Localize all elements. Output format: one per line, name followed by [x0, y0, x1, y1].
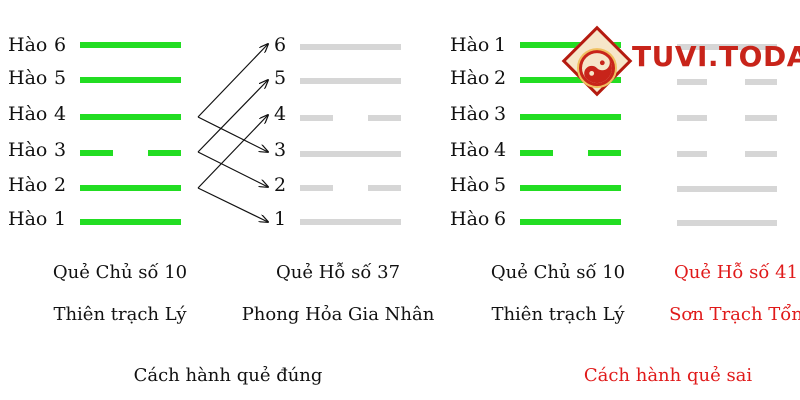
arrow-line-3-to-2 [197, 151, 268, 187]
yin-line-right [368, 115, 401, 121]
yang-line [300, 219, 401, 225]
logo-text: TUVI.TODAY [632, 40, 800, 73]
yang-line [80, 42, 181, 48]
hao-number: 2 [493, 67, 507, 89]
hao-label: Hào [8, 208, 48, 230]
yin-line-right [745, 115, 777, 121]
yang-line [300, 78, 401, 84]
hao-number: 3 [493, 103, 507, 125]
yin-line-right [745, 151, 777, 157]
hao-label: Hào [8, 67, 48, 89]
caption-wrong-hexagram-name: Sơn Trạch Tổn [669, 304, 800, 325]
arrow-line-4-to-3 [197, 116, 268, 152]
yin-line-right [588, 150, 621, 156]
caption-mutual-hexagram-number: Quẻ Hỗ số 37 [275, 262, 401, 283]
yang-line [520, 114, 621, 120]
caption-correct-method: Cách hành quẻ đúng [133, 365, 323, 386]
yang-line [80, 114, 181, 120]
hao-label: Hào [8, 103, 48, 125]
yang-line [677, 220, 777, 226]
yang-line [80, 77, 181, 83]
caption-main-hexagram-number-right: Quẻ Chủ số 10 [490, 262, 626, 283]
hao-number: 3 [53, 139, 67, 161]
hao-label: Hào [8, 174, 48, 196]
hao-number: 2 [53, 174, 67, 196]
yin-line-left [300, 185, 333, 191]
yin-line-left [677, 115, 707, 121]
arrow-line-2-to-4 [197, 115, 268, 189]
line-number: 5 [273, 67, 287, 89]
yang-line [677, 44, 777, 50]
hao-number: 6 [53, 34, 67, 56]
hao-label: Hào [8, 139, 48, 161]
site-logo[interactable]: TUVI.TODAY [561, 25, 800, 97]
caption-main-hexagram-name-right: Thiên trạch Lý [491, 304, 625, 325]
yin-line-left [677, 151, 707, 157]
caption-wrong-hexagram-number: Quẻ Hỗ số 41 [673, 262, 799, 283]
arrow-line-4-to-6 [197, 44, 268, 118]
hao-label: Hào [450, 174, 490, 196]
yin-line-right [148, 150, 181, 156]
yin-line-left [80, 150, 113, 156]
yang-line [677, 186, 777, 192]
yin-line-left [520, 150, 553, 156]
yang-line [300, 151, 401, 157]
logo-emblem-icon [561, 25, 633, 97]
hao-number: 5 [53, 67, 67, 89]
yang-line [300, 44, 401, 50]
caption-mutual-hexagram-name: Phong Hỏa Gia Nhân [241, 304, 435, 325]
hao-number: 1 [53, 208, 67, 230]
hao-label: Hào [450, 208, 490, 230]
hao-number: 4 [53, 103, 67, 125]
yang-line [520, 77, 621, 83]
yang-line [520, 185, 621, 191]
yin-line-left [677, 79, 707, 85]
caption-main-hexagram-name: Thiên trạch Lý [53, 304, 187, 325]
hao-label: Hào [450, 139, 490, 161]
yang-line [80, 219, 181, 225]
hao-number: 1 [493, 34, 507, 56]
caption-main-hexagram-number: Quẻ Chủ số 10 [52, 262, 188, 283]
yang-line [520, 42, 621, 48]
line-number: 2 [273, 174, 287, 196]
line-number: 4 [273, 103, 287, 125]
hao-number: 6 [493, 208, 507, 230]
yang-line [520, 219, 621, 225]
line-number: 1 [273, 208, 287, 230]
arrow-line-2-to-1 [197, 187, 268, 222]
line-number: 3 [273, 139, 287, 161]
hao-label: Hào [450, 34, 490, 56]
hao-label: Hào [450, 67, 490, 89]
yang-line [80, 185, 181, 191]
yin-yang-icon [568, 39, 626, 97]
hao-label: Hào [450, 103, 490, 125]
yin-line-right [745, 79, 777, 85]
hao-number: 4 [493, 139, 507, 161]
yin-line-right [368, 185, 401, 191]
hao-label: Hào [8, 34, 48, 56]
arrow-line-3-to-5 [197, 80, 268, 153]
hao-number: 5 [493, 174, 507, 196]
yin-line-left [300, 115, 333, 121]
line-number: 6 [273, 34, 287, 56]
caption-wrong-method: Cách hành quẻ sai [583, 365, 753, 386]
